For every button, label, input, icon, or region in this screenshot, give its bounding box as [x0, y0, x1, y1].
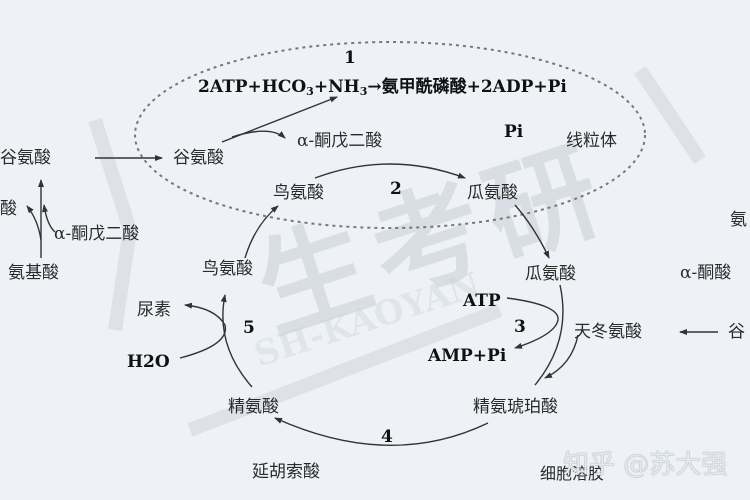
- amp-pi-label: AMP+Pi: [428, 346, 507, 366]
- reaction-1-right: →氨甲酰磷酸+2ADP+Pi: [367, 77, 567, 97]
- pi-label: Pi: [504, 122, 524, 142]
- amino-acid-left: 氨基酸: [8, 263, 59, 283]
- acid-partial-left: 酸: [0, 199, 17, 219]
- alpha-ketoglutarate-mito: α-酮戊二酸: [297, 131, 383, 151]
- glutamate-left: 谷氨酸: [0, 148, 51, 168]
- step-2-number: 2: [390, 179, 402, 199]
- reaction-1-mid: +NH: [313, 77, 360, 97]
- step-3-number: 3: [514, 317, 526, 337]
- mitochondria-label: 线粒体: [566, 131, 617, 151]
- urea-label: 尿素: [137, 300, 171, 320]
- alpha-keto-acid-right: α-酮酸: [680, 263, 732, 283]
- argininosuccinate-label: 精氨琥珀酸: [473, 397, 558, 417]
- amino-partial-right: 氨: [730, 210, 747, 230]
- alpha-ketoglutarate-left: α-酮戊二酸: [54, 224, 140, 244]
- ornithine-cytosol: 鸟氨酸: [202, 259, 253, 279]
- glutamate-partial-right: 谷: [728, 322, 745, 342]
- aspartate-label: 天冬氨酸: [574, 322, 642, 342]
- mitochondria-boundary: [134, 41, 646, 229]
- credit-watermark: 知乎 @苏大强: [563, 450, 728, 480]
- reaction-1-equation: 2ATP+HCO3+NH3→氨甲酰磷酸+2ADP+Pi: [198, 77, 567, 102]
- reaction-1-sub2: 3: [359, 85, 368, 98]
- cytosol-label: 细胞溶胶: [540, 464, 605, 483]
- citrulline-mito: 瓜氨酸: [467, 183, 518, 203]
- step-1-number: 1: [344, 48, 356, 68]
- water-label: H2O: [127, 352, 170, 372]
- citrulline-cytosol: 瓜氨酸: [525, 264, 576, 284]
- fumarate-label: 延胡索酸: [252, 462, 320, 482]
- reaction-1-left: 2ATP+HCO: [198, 77, 307, 97]
- step-4-number: 4: [381, 427, 393, 447]
- atp-label: ATP: [463, 291, 501, 311]
- glutamate-mito: 谷氨酸: [173, 148, 224, 168]
- step-5-number: 5: [243, 318, 255, 338]
- reaction-1-sub1: 3: [306, 85, 314, 98]
- ornithine-mito: 鸟氨酸: [273, 183, 324, 203]
- arginine-label: 精氨酸: [228, 397, 279, 417]
